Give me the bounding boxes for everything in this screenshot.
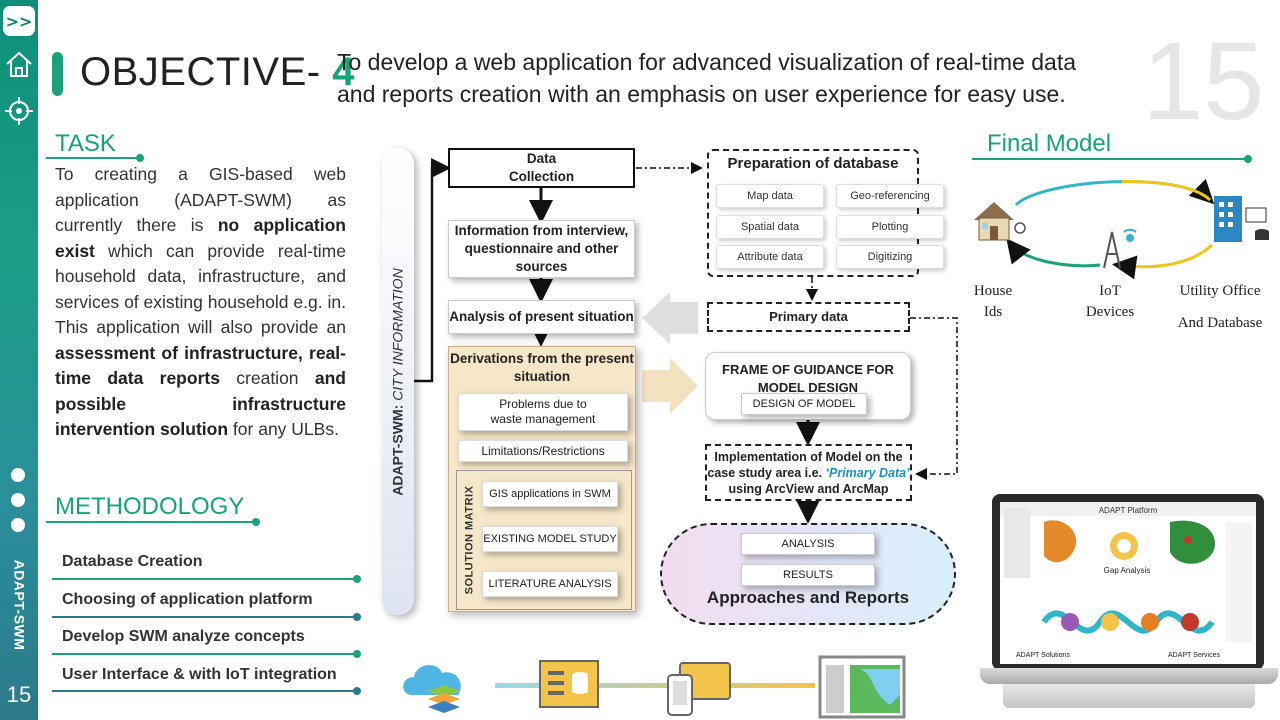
target-icon[interactable] xyxy=(3,95,35,127)
solution-item: GIS applications in SWM xyxy=(482,481,618,507)
menu-toggle-button[interactable]: >> xyxy=(3,6,35,36)
city-information-bar xyxy=(382,148,414,615)
adapt-services-label: ADAPT Services xyxy=(1168,652,1220,659)
db-item: Plotting xyxy=(836,215,944,239)
workflow-icon-strip xyxy=(403,655,906,719)
dashboard-wave-flow xyxy=(1041,610,1215,634)
database-screen-icon xyxy=(539,660,599,708)
methodology-item: Develop SWM analyze concepts xyxy=(62,628,305,645)
devices-icon xyxy=(667,662,731,716)
design-model-box: DESIGN OF MODEL xyxy=(741,393,867,415)
dashboard-maps xyxy=(1044,520,1215,564)
prep-database-title: Preparation of database xyxy=(727,155,899,172)
city-information-label: ADAPT-SWM: CITY INFORMATION xyxy=(390,267,406,496)
methodology-divider xyxy=(52,575,361,583)
sidebar-page-number: 15 xyxy=(6,682,32,707)
db-item: Spatial data xyxy=(716,215,824,239)
limitations-box: Limitations/Restrictions xyxy=(458,440,628,462)
implementation-box: Implementation of Model on the case stud… xyxy=(705,444,912,501)
info-sources-box: Information from interview, questionnair… xyxy=(448,220,635,278)
adapt-solutions-label: ADAPT Solutions xyxy=(1016,652,1070,659)
cloud-layers-icon xyxy=(403,665,461,713)
results-box: RESULTS xyxy=(741,564,875,586)
final-model-heading: Final Model xyxy=(987,130,1112,157)
page-title: OBJECTIVE- 4 xyxy=(80,50,355,94)
db-item: Geo-referencing xyxy=(836,184,944,208)
methodology-divider xyxy=(52,650,361,658)
db-item: Attribute data xyxy=(716,245,824,269)
gis-map-icon xyxy=(818,655,906,719)
final-model-underline xyxy=(972,155,1252,163)
methodology-divider xyxy=(52,613,361,621)
dashboard-preview: ADAPT Platform Gap Analysis ADAPT Soluti… xyxy=(1000,502,1256,664)
solution-matrix-label: SOLUTION MATRIX xyxy=(463,485,476,595)
laptop-keyboard-deck xyxy=(1003,684,1255,708)
dashboard-title: ADAPT Platform xyxy=(1098,506,1158,515)
home-icon[interactable] xyxy=(3,48,35,80)
methodology-item: Choosing of application platform xyxy=(62,591,313,608)
gap-analysis-label: Gap Analysis xyxy=(1103,566,1151,575)
house-icon xyxy=(974,202,1026,241)
laptop-hinge xyxy=(980,668,1278,684)
analysis-present-box: Analysis of present situation xyxy=(448,300,635,334)
methodology-underline xyxy=(46,518,260,526)
methodology-item: Database Creation xyxy=(62,553,203,570)
utility-office-icon xyxy=(1214,196,1269,242)
db-item: Digitizing xyxy=(836,245,944,269)
primary-data-box: Primary data xyxy=(707,302,910,332)
solution-item: EXISTING MODEL STUDY xyxy=(482,526,618,552)
task-underline xyxy=(46,154,144,162)
approaches-title: Approaches and Reports xyxy=(706,588,910,607)
data-collection-box: Data Collection xyxy=(448,148,635,188)
page-subtitle: To develop a web application for advance… xyxy=(337,49,1076,107)
analysis-box: ANALYSIS xyxy=(741,533,875,555)
sidebar: >> ADAPT-SWM 15 xyxy=(0,0,38,720)
page-number-watermark: 15 xyxy=(1142,20,1265,143)
db-item: Map data xyxy=(716,184,824,208)
task-description: To creating a GIS-based web application … xyxy=(55,164,346,439)
solution-item: LITERATURE ANALYSIS xyxy=(482,571,618,597)
problems-box: Problems due to waste management xyxy=(458,393,628,431)
methodology-heading: METHODOLOGY xyxy=(55,493,245,520)
nav-dot-3[interactable] xyxy=(11,518,25,532)
nav-dot-2[interactable] xyxy=(11,493,25,507)
derivations-title: Derivations from the present situation xyxy=(450,351,634,384)
task-heading: TASK xyxy=(55,130,116,157)
methodology-divider xyxy=(52,687,361,695)
title-accent-bar xyxy=(52,52,63,96)
methodology-item: User Interface & with IoT integration xyxy=(62,666,337,683)
iot-antenna-icon xyxy=(1103,228,1137,269)
nav-dot-1[interactable] xyxy=(11,468,25,482)
